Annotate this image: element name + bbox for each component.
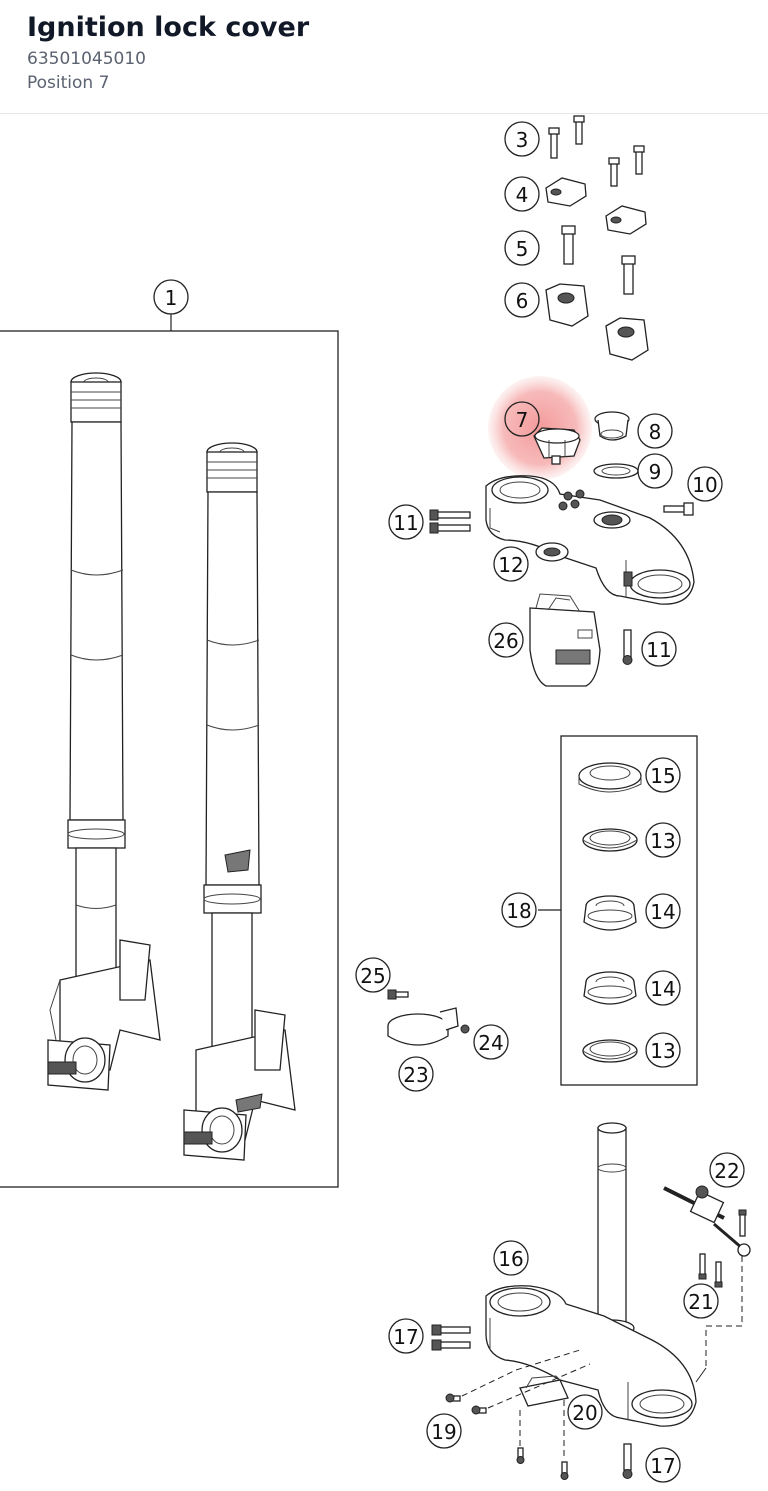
callout-13-upper[interactable]: 13 — [645, 822, 681, 858]
callout-26-label: 26 — [493, 629, 518, 653]
callout-17-lower-label: 17 — [650, 1454, 675, 1478]
callout-12[interactable]: 12 — [493, 546, 529, 582]
callout-4[interactable]: 4 — [504, 176, 540, 212]
callout-11-upper[interactable]: 11 — [388, 504, 424, 540]
callout-18[interactable]: 18 — [501, 892, 537, 928]
part-header: Ignition lock cover 63501045010 Position… — [0, 0, 768, 114]
callout-13-lower[interactable]: 13 — [645, 1032, 681, 1068]
steering-clamp-group — [387, 989, 470, 1046]
callout-6[interactable]: 6 — [504, 282, 540, 318]
callout-22[interactable]: 22 — [709, 1152, 745, 1188]
callout-5[interactable]: 5 — [504, 230, 540, 266]
callout-11-lower-label: 11 — [646, 638, 671, 662]
callout-16[interactable]: 16 — [493, 1240, 529, 1276]
callout-6-label: 6 — [516, 289, 529, 313]
callout-8-label: 8 — [649, 420, 662, 444]
callout-24[interactable]: 24 — [473, 1024, 509, 1060]
callout-3-label: 3 — [516, 128, 529, 152]
fork-assembly — [0, 314, 339, 1188]
handlebar-clamp-parts — [545, 115, 649, 361]
callout-25-label: 25 — [360, 964, 385, 988]
callout-16-label: 16 — [498, 1247, 523, 1271]
callout-7[interactable]: 7 — [504, 401, 540, 437]
callout-10[interactable]: 10 — [687, 466, 723, 502]
part-title: Ignition lock cover — [27, 12, 310, 43]
callout-17-upper-label: 17 — [393, 1325, 418, 1349]
callout-5-label: 5 — [516, 237, 529, 261]
callout-12-label: 12 — [498, 553, 523, 577]
callout-21[interactable]: 21 — [683, 1283, 719, 1319]
callout-1-label: 1 — [165, 286, 178, 310]
callout-25[interactable]: 25 — [355, 957, 391, 993]
callout-15-label: 15 — [650, 764, 675, 788]
lower-triple-clamp-group — [431, 1122, 751, 1480]
bearing-set — [538, 735, 698, 1086]
callout-14-upper-label: 14 — [650, 900, 675, 924]
callout-14-lower-label: 14 — [650, 977, 675, 1001]
callout-24-label: 24 — [478, 1031, 503, 1055]
upper-triple-clamp-group — [429, 411, 695, 687]
callout-19[interactable]: 19 — [426, 1413, 462, 1449]
callout-11-lower[interactable]: 11 — [641, 631, 677, 667]
callout-19-label: 19 — [431, 1420, 456, 1444]
callout-22-label: 22 — [714, 1159, 739, 1183]
callout-9[interactable]: 9 — [637, 453, 673, 489]
callout-14-lower[interactable]: 14 — [645, 970, 681, 1006]
highlight-position-7 — [488, 376, 592, 480]
callout-13-lower-label: 13 — [650, 1039, 675, 1063]
callout-17-lower[interactable]: 17 — [645, 1447, 681, 1483]
callout-7-label: 7 — [516, 408, 529, 432]
fork-leg-right — [183, 442, 296, 1161]
callout-23-label: 23 — [403, 1063, 428, 1087]
callout-20[interactable]: 20 — [567, 1394, 603, 1430]
callout-14-upper[interactable]: 14 — [645, 893, 681, 929]
callout-15[interactable]: 15 — [645, 757, 681, 793]
fork-leg-left — [47, 372, 161, 1091]
callout-9-label: 9 — [649, 460, 662, 484]
callout-26[interactable]: 26 — [488, 622, 524, 658]
callout-8[interactable]: 8 — [637, 413, 673, 449]
callout-23[interactable]: 23 — [398, 1056, 434, 1092]
callout-10-label: 10 — [692, 473, 717, 497]
callout-20-label: 20 — [572, 1401, 597, 1425]
callout-18-label: 18 — [506, 899, 531, 923]
callout-1[interactable]: 1 — [153, 279, 189, 315]
callout-4-label: 4 — [516, 183, 529, 207]
callout-3[interactable]: 3 — [504, 121, 540, 157]
callout-21-label: 21 — [688, 1290, 713, 1314]
part-number: 63501045010 — [27, 49, 146, 69]
part-position: Position 7 — [27, 73, 110, 93]
callout-11-upper-label: 11 — [393, 511, 418, 535]
callout-13-upper-label: 13 — [650, 829, 675, 853]
callout-17-upper[interactable]: 17 — [388, 1318, 424, 1354]
